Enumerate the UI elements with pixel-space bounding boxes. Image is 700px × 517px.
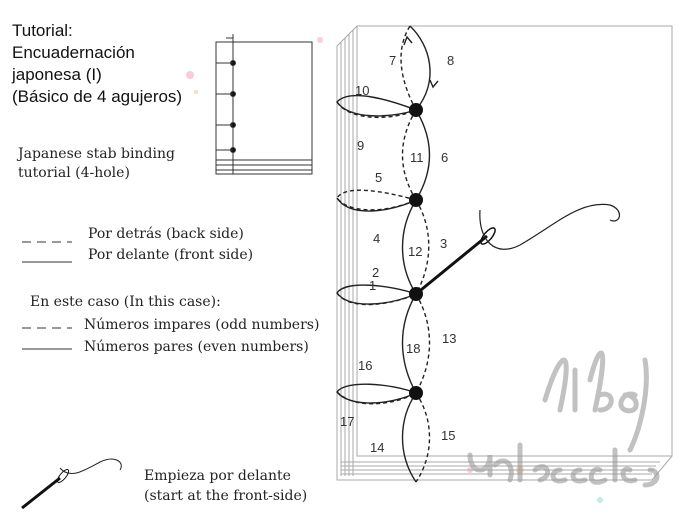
step-16: 16 bbox=[358, 358, 372, 373]
title-line: Encuadernación bbox=[12, 43, 135, 62]
step-18: 18 bbox=[406, 341, 420, 356]
legend-odd: Números impares (odd numbers) bbox=[84, 317, 320, 333]
legend-even: Números pares (even numbers) bbox=[84, 339, 309, 355]
subtitle: Japanese stab binding tutorial (4-hole) bbox=[18, 145, 175, 183]
subtitle-line: Japanese stab binding bbox=[18, 146, 175, 162]
step-15: 15 bbox=[441, 428, 455, 443]
step-7: 7 bbox=[389, 53, 396, 68]
small-needle-icon bbox=[21, 458, 122, 510]
stitch-paths bbox=[336, 25, 439, 483]
start-line: Empieza por delante bbox=[144, 468, 291, 484]
step-12: 12 bbox=[408, 244, 422, 259]
step-2: 2 bbox=[372, 265, 379, 280]
needle-icon bbox=[415, 203, 620, 296]
subtitle-line: tutorial (4-hole) bbox=[18, 165, 130, 181]
step-6: 6 bbox=[441, 150, 448, 165]
small-book-icon bbox=[215, 34, 313, 175]
step-4: 4 bbox=[373, 231, 380, 246]
step-3: 3 bbox=[440, 236, 447, 251]
start-line: (start at the front-side) bbox=[144, 488, 308, 504]
step-10: 10 bbox=[355, 83, 369, 98]
step-5: 5 bbox=[375, 170, 382, 185]
title-line: (Básico de 4 agujeros) bbox=[12, 87, 183, 106]
tutorial-title: Tutorial: Encuadernación japonesa (I) (B… bbox=[12, 20, 182, 108]
legend-back: Por detrás (back side) bbox=[88, 226, 244, 242]
legend-case-heading: En este caso (In this case): bbox=[30, 294, 221, 310]
step-1: 1 bbox=[369, 278, 376, 293]
title-line: japonesa (I) bbox=[12, 65, 102, 84]
step-9: 9 bbox=[357, 138, 364, 153]
step-13: 13 bbox=[442, 331, 456, 346]
legend-front: Por delante (front side) bbox=[88, 247, 254, 263]
watermark-logo bbox=[467, 350, 660, 488]
title-line: Tutorial: bbox=[12, 21, 73, 40]
step-14: 14 bbox=[370, 440, 384, 455]
step-numbers: 1 2 3 4 5 6 7 8 9 10 11 12 13 14 15 16 1… bbox=[340, 53, 456, 455]
step-17: 17 bbox=[340, 414, 354, 429]
step-11: 11 bbox=[410, 150, 424, 165]
book-outline bbox=[336, 25, 673, 481]
step-8: 8 bbox=[447, 53, 454, 68]
start-note: Empieza por delante (start at the front-… bbox=[144, 466, 307, 506]
